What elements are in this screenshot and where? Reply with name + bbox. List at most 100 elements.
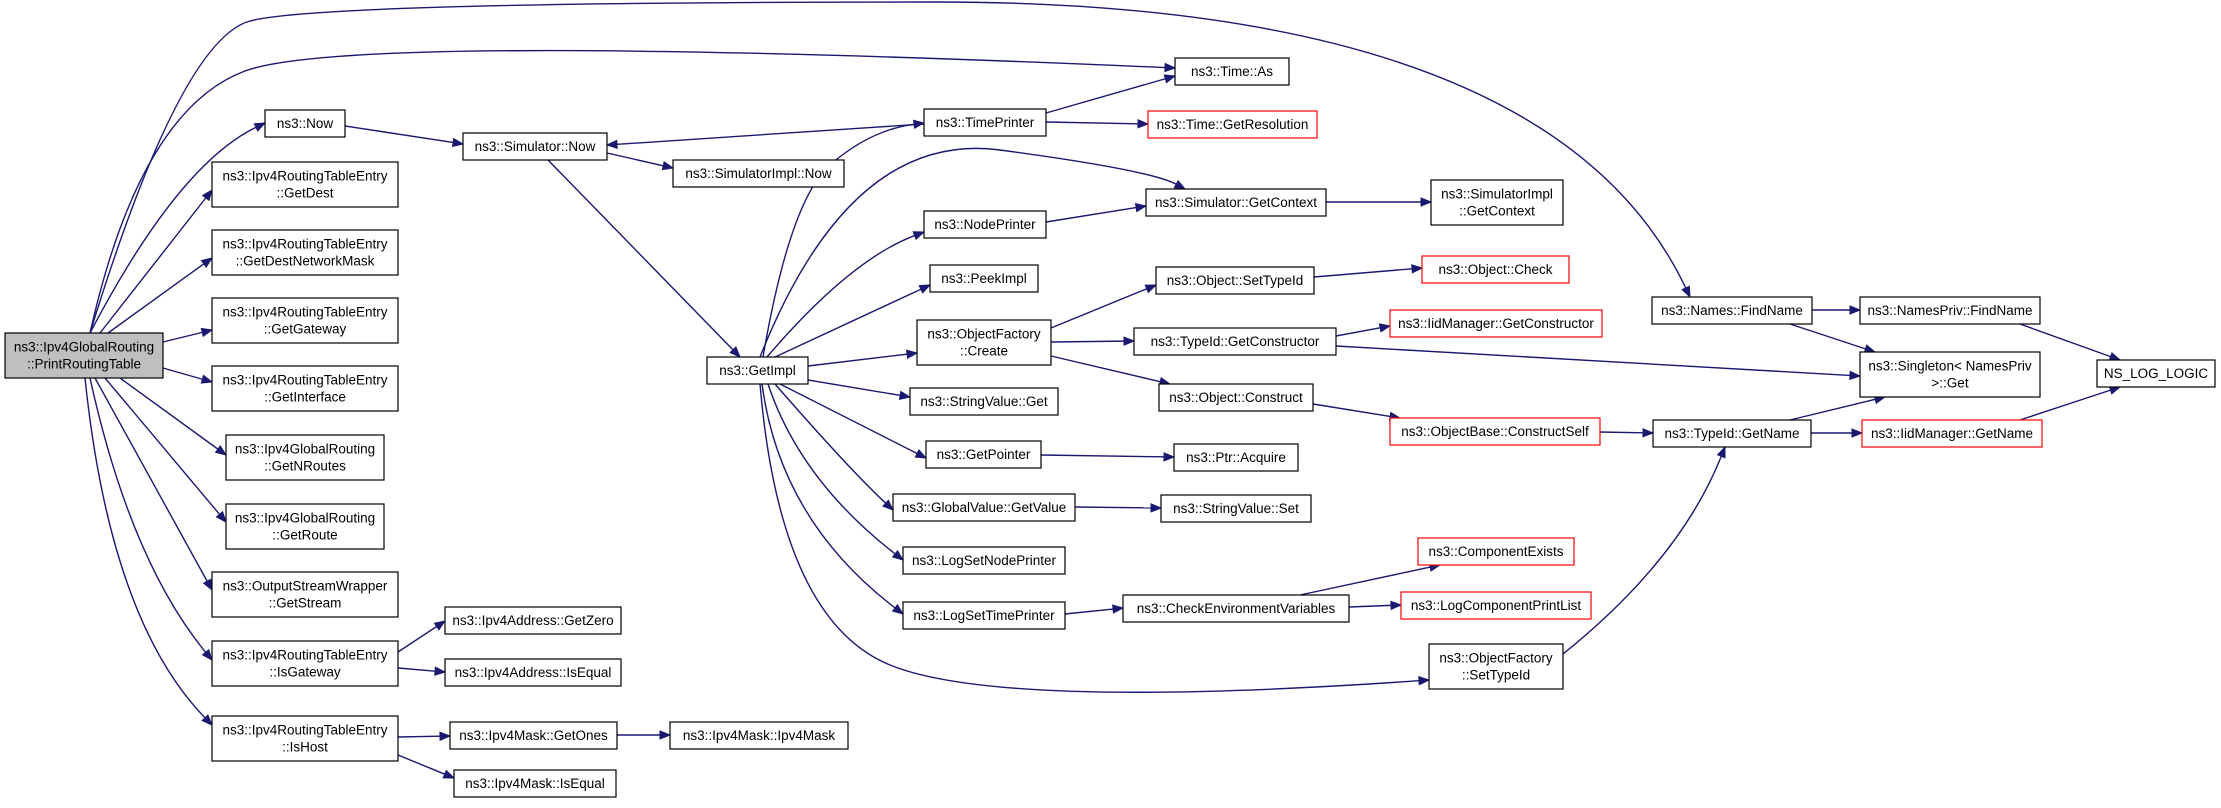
edge-print-routing-table-to-get-dest — [99, 188, 213, 334]
node-label: ns3::Ipv4Mask::IsEqual — [465, 776, 605, 791]
edge-get-impl-to-peek-impl — [774, 284, 932, 358]
node-ipv4-address-is-equal[interactable]: ns3::Ipv4Address::IsEqual — [444, 658, 622, 687]
node-object-factory-set-type-id[interactable]: ns3::ObjectFactory::SetTypeId — [1428, 643, 1564, 690]
edge-simulator-now-to-simulator-impl-now — [606, 152, 675, 171]
edge-get-impl-to-object-factory-create — [807, 349, 919, 367]
edge-get-impl-to-log-set-node-printer — [767, 383, 905, 561]
node-object-check[interactable]: ns3::Object::Check — [1421, 255, 1570, 284]
node-label: ns3::TypeId::GetConstructor — [1151, 334, 1320, 349]
edge-get-pointer-to-ptr-acquire — [1040, 452, 1176, 462]
node-get-interface[interactable]: ns3::Ipv4RoutingTableEntry::GetInterface — [211, 365, 399, 412]
node-label: ns3::Ipv4RoutingTableEntry — [222, 237, 387, 252]
node-label: ns3::GetImpl — [719, 363, 796, 378]
node-get-route[interactable]: ns3::Ipv4GlobalRouting::GetRoute — [225, 503, 385, 550]
node-label: ns3::PeekImpl — [941, 271, 1027, 286]
node-iid-manager-get-name[interactable]: ns3::IidManager::GetName — [1861, 419, 2043, 448]
node-label: ns3::Ipv4Address::IsEqual — [455, 665, 612, 680]
node-time-printer[interactable]: ns3::TimePrinter — [923, 108, 1047, 137]
node-ipv4-mask-is-equal[interactable]: ns3::Ipv4Mask::IsEqual — [453, 769, 617, 798]
node-string-value-get[interactable]: ns3::StringValue::Get — [909, 387, 1059, 416]
node-string-value-set[interactable]: ns3::StringValue::Set — [1160, 494, 1312, 523]
node-singleton-get[interactable]: ns3::Singleton< NamesPriv >::Get — [1859, 351, 2041, 398]
node-simulator-now[interactable]: ns3::Simulator::Now — [462, 132, 608, 161]
node-ipv4-mask-get-ones[interactable]: ns3::Ipv4Mask::GetOnes — [449, 721, 618, 750]
node-label: ns3::Object::SetTypeId — [1167, 273, 1304, 288]
node-object-construct[interactable]: ns3::Object::Construct — [1158, 383, 1314, 412]
edge-print-routing-table-to-now — [89, 122, 267, 334]
node-now[interactable]: ns3::Now — [264, 109, 346, 138]
node-label: ns3::Ipv4RoutingTableEntry — [222, 305, 387, 320]
node-iid-manager-get-constructor[interactable]: ns3::IidManager::GetConstructor — [1389, 309, 1603, 338]
edge-print-routing-table-to-get-interface — [162, 367, 214, 384]
node-label: ns3::StringValue::Set — [1173, 501, 1299, 516]
edge-get-impl-to-simulator-get-context — [759, 147, 1187, 358]
node-global-value-get-value[interactable]: ns3::GlobalValue::GetValue — [892, 493, 1076, 522]
node-node-printer[interactable]: ns3::NodePrinter — [923, 210, 1047, 239]
node-label: ::IsGateway — [269, 665, 341, 680]
node-ipv4-mask-ipv4-mask[interactable]: ns3::Ipv4Mask::Ipv4Mask — [669, 721, 849, 750]
edge-check-environment-variables-to-component-exists — [1299, 562, 1442, 596]
node-get-impl[interactable]: ns3::GetImpl — [706, 356, 809, 385]
node-label: ns3::Names::FindName — [1661, 303, 1803, 318]
node-is-gateway[interactable]: ns3::Ipv4RoutingTableEntry::IsGateway — [211, 640, 399, 687]
edge-get-impl-to-node-printer — [766, 231, 926, 358]
node-ns-log-logic[interactable]: NS_LOG_LOGIC — [2096, 359, 2216, 388]
node-label: ns3::Now — [277, 116, 334, 131]
node-names-priv-find-name[interactable]: ns3::NamesPriv::FindName — [1859, 296, 2041, 325]
node-log-set-node-printer[interactable]: ns3::LogSetNodePrinter — [902, 546, 1066, 575]
node-label: ns3::GlobalValue::GetValue — [902, 500, 1067, 515]
node-get-dest-network-mask[interactable]: ns3::Ipv4RoutingTableEntry::GetDestNetwo… — [211, 229, 399, 276]
node-get-dest[interactable]: ns3::Ipv4RoutingTableEntry::GetDest — [211, 161, 399, 208]
node-label: ns3::Ipv4Mask::Ipv4Mask — [683, 728, 836, 743]
node-label: ns3::Object::Check — [1438, 262, 1552, 277]
node-ptr-acquire[interactable]: ns3::Ptr::Acquire — [1173, 443, 1299, 472]
node-object-set-type-id[interactable]: ns3::Object::SetTypeId — [1155, 266, 1315, 295]
edge-print-routing-table-to-get-n-routes — [119, 377, 228, 456]
node-simulator-get-context[interactable]: ns3::Simulator::GetContext — [1145, 188, 1327, 217]
node-log-component-print-list[interactable]: ns3::LogComponentPrintList — [1400, 591, 1592, 620]
node-peek-impl[interactable]: ns3::PeekImpl — [929, 264, 1039, 293]
node-log-set-time-printer[interactable]: ns3::LogSetTimePrinter — [902, 601, 1066, 630]
edge-object-construct-to-object-base-construct-self — [1312, 403, 1402, 422]
node-check-environment-variables[interactable]: ns3::CheckEnvironmentVariables — [1122, 594, 1350, 623]
node-label: ns3::Simulator::GetContext — [1155, 195, 1317, 210]
node-get-n-routes[interactable]: ns3::Ipv4GlobalRouting::GetNRoutes — [225, 434, 385, 481]
node-label: ns3::SimulatorImpl::Now — [685, 166, 832, 181]
edge-time-printer-to-time-get-resolution — [1045, 119, 1150, 129]
edge-check-environment-variables-to-log-component-print-list — [1348, 600, 1403, 611]
node-object-factory-create[interactable]: ns3::ObjectFactory::Create — [916, 319, 1052, 366]
edge-get-impl-to-get-pointer — [779, 383, 928, 459]
node-time-as[interactable]: ns3::Time::As — [1174, 57, 1290, 86]
node-get-pointer[interactable]: ns3::GetPointer — [925, 440, 1042, 469]
edge-object-factory-create-to-type-id-get-constructor — [1050, 336, 1136, 346]
node-ipv4-address-get-zero[interactable]: ns3::Ipv4Address::GetZero — [444, 606, 622, 635]
node-object-base-construct-self[interactable]: ns3::ObjectBase::ConstructSelf — [1389, 417, 1601, 446]
node-label: ::PrintRoutingTable — [27, 357, 141, 372]
edge-simulator-now-to-get-impl — [547, 159, 741, 358]
node-get-gateway[interactable]: ns3::Ipv4RoutingTableEntry::GetGateway — [211, 297, 399, 344]
node-label: ns3::NamesPriv::FindName — [1867, 303, 2032, 318]
edge-print-routing-table-to-is-host — [84, 377, 213, 726]
node-type-id-get-constructor[interactable]: ns3::TypeId::GetConstructor — [1133, 327, 1337, 356]
edge-is-gateway-to-ipv4-address-get-zero — [397, 620, 447, 653]
node-label: ns3::Object::Construct — [1169, 390, 1303, 405]
edge-names-priv-find-name-to-ns-log-logic — [2019, 323, 2122, 361]
edge-ipv4-mask-get-ones-to-ipv4-mask-ipv4-mask — [617, 730, 672, 740]
edge-object-set-type-id-to-object-check — [1313, 264, 1424, 278]
node-label: >::Get — [1931, 376, 1968, 391]
node-label: ::GetNRoutes — [264, 459, 346, 474]
node-type-id-get-name[interactable]: ns3::TypeId::GetName — [1652, 419, 1812, 448]
node-label: ::GetContext — [1459, 204, 1535, 219]
node-is-host[interactable]: ns3::Ipv4RoutingTableEntry::IsHost — [211, 715, 399, 762]
node-label: ns3::Ipv4GlobalRouting — [235, 511, 375, 526]
node-label: ns3::LogComponentPrintList — [1411, 598, 1582, 613]
node-print-routing-table[interactable]: ns3::Ipv4GlobalRouting::PrintRoutingTabl… — [4, 332, 164, 379]
node-simulator-impl-get-context[interactable]: ns3::SimulatorImpl::GetContext — [1430, 179, 1564, 226]
node-label: ns3::Ipv4Address::GetZero — [452, 613, 613, 628]
node-component-exists[interactable]: ns3::ComponentExists — [1417, 537, 1575, 566]
node-time-get-resolution[interactable]: ns3::Time::GetResolution — [1147, 110, 1318, 139]
node-simulator-impl-now[interactable]: ns3::SimulatorImpl::Now — [672, 159, 845, 188]
node-get-stream[interactable]: ns3::OutputStreamWrapper::GetStream — [211, 571, 399, 618]
node-names-find-name[interactable]: ns3::Names::FindName — [1651, 296, 1813, 325]
